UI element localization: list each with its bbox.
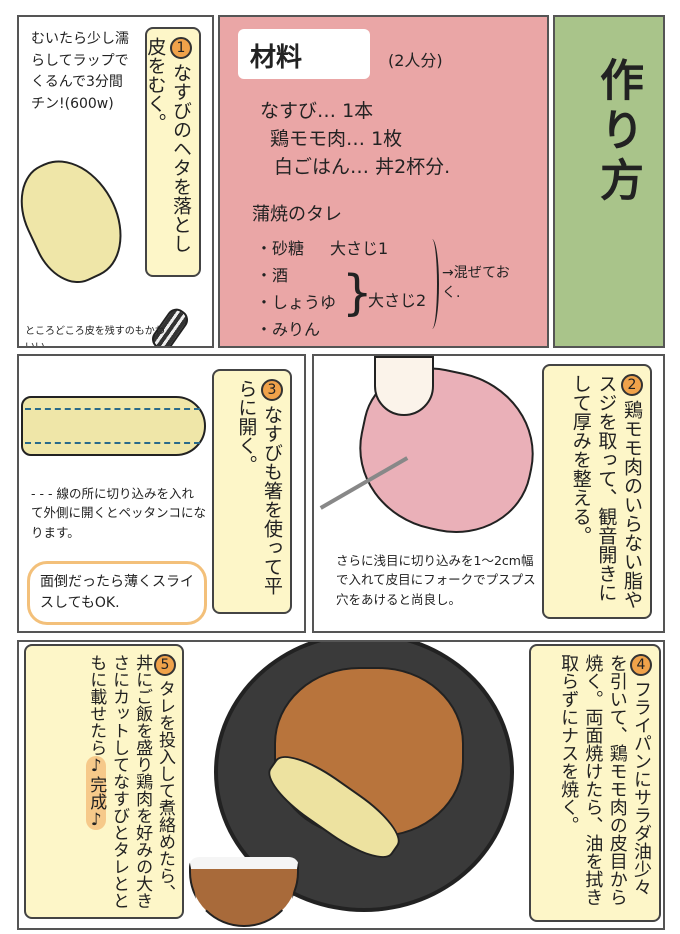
ingredients-heading: 材料 [238,29,370,79]
step-3-note: - - - 線の所に切り込みを入れて外側に開くとペッタンコになります。 [31,486,207,540]
step-2-box: 2鶏モモ肉のいらない脂やスジを取って、観音開きにして厚みを整える。 [542,364,652,619]
mix-note: →混ぜておく. [442,265,510,301]
ingredient-amount: 丼2杯分. [375,156,451,178]
opened-eggplant-illustration [21,396,206,456]
sauce-item: ・酒 [256,266,289,285]
sauce-name: ・砂糖 [256,239,305,258]
ingredient-item: 白ごはん… 丼2杯分. [260,153,450,181]
page-title: 作り方 [592,57,643,207]
bracket [425,239,439,329]
step-1-text: なすびのヘタを落とし皮をむく。 [144,37,192,253]
step-3-panel: - - - 線の所に切り込みを入れて外側に開くとペッタンコになります。 面倒だっ… [17,354,306,633]
step-2-note: さらに浅目に切り込みを1〜2cm幅で入れて皮目にフォークでプスプス穴をあけると尚… [336,553,536,607]
step-number-badge: 2 [621,374,643,396]
ingredient-item: 鶏モモ肉… 1枚 [260,125,450,153]
step-3-text: なすびも箸を使って平らに開く。 [235,379,283,595]
step-3-cloud-note: 面倒だったら薄くスライスしてもOK. [27,561,207,625]
sauce-item: ・みりん [256,320,321,339]
step-2-text: 鶏モモ肉のいらない脂やスジを取って、観音開きにして厚みを整える。 [569,374,643,609]
ingredient-list: なすび… 1本 鶏モモ肉… 1枚 白ごはん… 丼2杯分. [260,97,450,181]
step-number-badge: 4 [630,654,652,676]
step-5-text: タレを投入して煮絡めたら、丼にご飯を盛り鶏肉を好みの大きさにカットしてなすびとタ… [86,654,175,909]
sauce-heading: 蒲焼のタレ [252,204,342,225]
ingredient-name: 白ごはん… [274,156,370,178]
finish-label: ♪完成♪ [86,756,107,830]
sauce-list: ・砂糖 大さじ1 ・酒 ・しょうゆ ・みりん [256,235,388,343]
step-1-panel: むいたら少し濡らしてラップでくるんで3分間チン!(600w) 1なすびのヘタを落… [17,15,214,348]
step-3-box: 3なすびも箸を使って平らに開く。 [212,369,292,614]
sauce-item: ・しょうゆ [256,293,337,312]
ingredients-panel: 材料 (2人分) なすび… 1本 鶏モモ肉… 1枚 白ごはん… 丼2杯分. 蒲焼… [218,15,549,348]
sauce-item: ・砂糖 大さじ1 [256,235,388,262]
step-1-box: 1なすびのヘタを落とし皮をむく。 [144,27,201,277]
ingredient-name: なすび… [260,100,337,122]
step-4-5-panel: 5タレを投入して煮絡めたら、丼にご飯を盛り鶏肉を好みの大きさにカットしてなすびと… [17,640,665,930]
sauce-group-amount: 大さじ2 [368,291,427,310]
step-number-badge: 1 [170,37,192,59]
step-1-note: むいたら少し濡らしてラップでくるんで3分間チン!(600w) [31,31,129,113]
rice-bowl-illustration [189,857,299,927]
ingredient-name: 鶏モモ肉… [270,128,366,150]
cut-lines [25,408,200,444]
step-4-box: 4フライパンにサラダ油少々を引いて、鶏モモ肉の皮目から焼く。両面焼けたら、油を拭… [529,644,661,922]
peeled-eggplant-illustration [19,143,140,296]
ingredient-amount: 1本 [342,100,374,122]
step-5-box: 5タレを投入して煮絡めたら、丼にご飯を盛り鶏肉を好みの大きさにカットしてなすびと… [24,644,184,919]
brace: } [342,265,373,321]
ingredient-amount: 1枚 [371,128,403,150]
step-number-badge: 3 [261,379,283,401]
servings: (2人分) [388,51,443,70]
step-1-sub-note: ところどころ皮を残すのもかわいい [25,326,165,348]
title-panel: 作り方 [553,15,665,348]
step-number-badge: 5 [154,654,176,676]
sauce-amount: 大さじ1 [330,239,389,258]
ingredient-item: なすび… 1本 [260,97,450,125]
step-4-text: フライパンにサラダ油少々を引いて、鶏モモ肉の皮目から焼く。両面焼けたら、油を拭き… [558,654,652,906]
hand-illustration [374,356,434,416]
step-2-panel: さらに浅目に切り込みを1〜2cm幅で入れて皮目にフォークでプスプス穴をあけると尚… [312,354,665,633]
